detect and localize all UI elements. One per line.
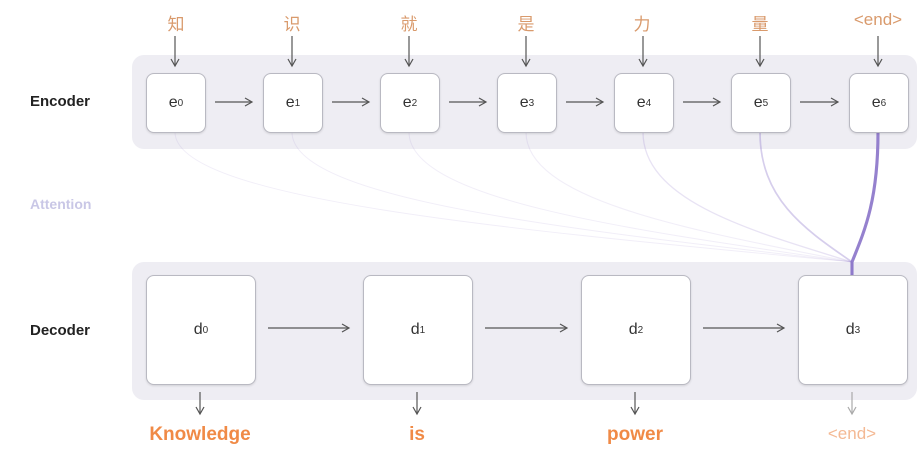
attention-curve-e3 xyxy=(525,131,853,275)
output-token-end: <end> xyxy=(827,424,877,443)
input-token: 是 xyxy=(517,15,535,34)
attention-curve-e2 xyxy=(408,131,853,275)
input-token: 量 xyxy=(751,15,769,34)
encoder-arrow-0-head xyxy=(244,97,254,107)
input-arrow-5-head xyxy=(755,58,765,68)
encoder-arrow-5-head xyxy=(830,97,840,107)
input-arrow-4-head xyxy=(638,58,648,68)
decoder-band xyxy=(132,262,917,400)
output-arrow-1-head xyxy=(412,406,422,416)
input-token: 力 xyxy=(633,15,651,34)
encoder-arrow-4-head xyxy=(712,97,722,107)
output-token: Knowledge xyxy=(149,424,251,445)
output-arrow-3-head xyxy=(847,406,857,416)
encoder-arrow-2-head xyxy=(478,97,488,107)
decoder-arrow-1-head xyxy=(559,323,569,333)
output-token: power xyxy=(607,424,663,445)
attention-curve-e5 xyxy=(759,131,853,275)
attention-curve-e0 xyxy=(174,131,853,275)
input-arrow-6-head xyxy=(873,58,883,68)
output-arrow-0-head xyxy=(195,406,205,416)
input-token-end: <end> xyxy=(853,10,903,29)
input-token: 就 xyxy=(400,15,418,34)
input-token: 知 xyxy=(167,15,185,34)
input-token: 识 xyxy=(283,15,301,34)
attention-curve-e4 xyxy=(642,131,853,275)
encoder-arrow-1-head xyxy=(361,97,371,107)
attention-curve-e1 xyxy=(291,131,853,275)
input-arrow-0-head xyxy=(170,58,180,68)
attention-label: Attention xyxy=(30,196,92,212)
encoder-label: Encoder xyxy=(30,93,91,110)
output-arrow-2-head xyxy=(630,406,640,416)
decoder-arrow-0-head xyxy=(341,323,351,333)
input-arrow-3-head xyxy=(521,58,531,68)
decoder-label: Decoder xyxy=(30,322,91,339)
decoder-arrow-2-head xyxy=(776,323,786,333)
attention-curve-e6 xyxy=(850,131,880,275)
encoder-arrow-3-head xyxy=(595,97,605,107)
input-arrow-2-head xyxy=(404,58,414,68)
input-arrow-1-head xyxy=(287,58,297,68)
output-token: is xyxy=(409,424,425,445)
